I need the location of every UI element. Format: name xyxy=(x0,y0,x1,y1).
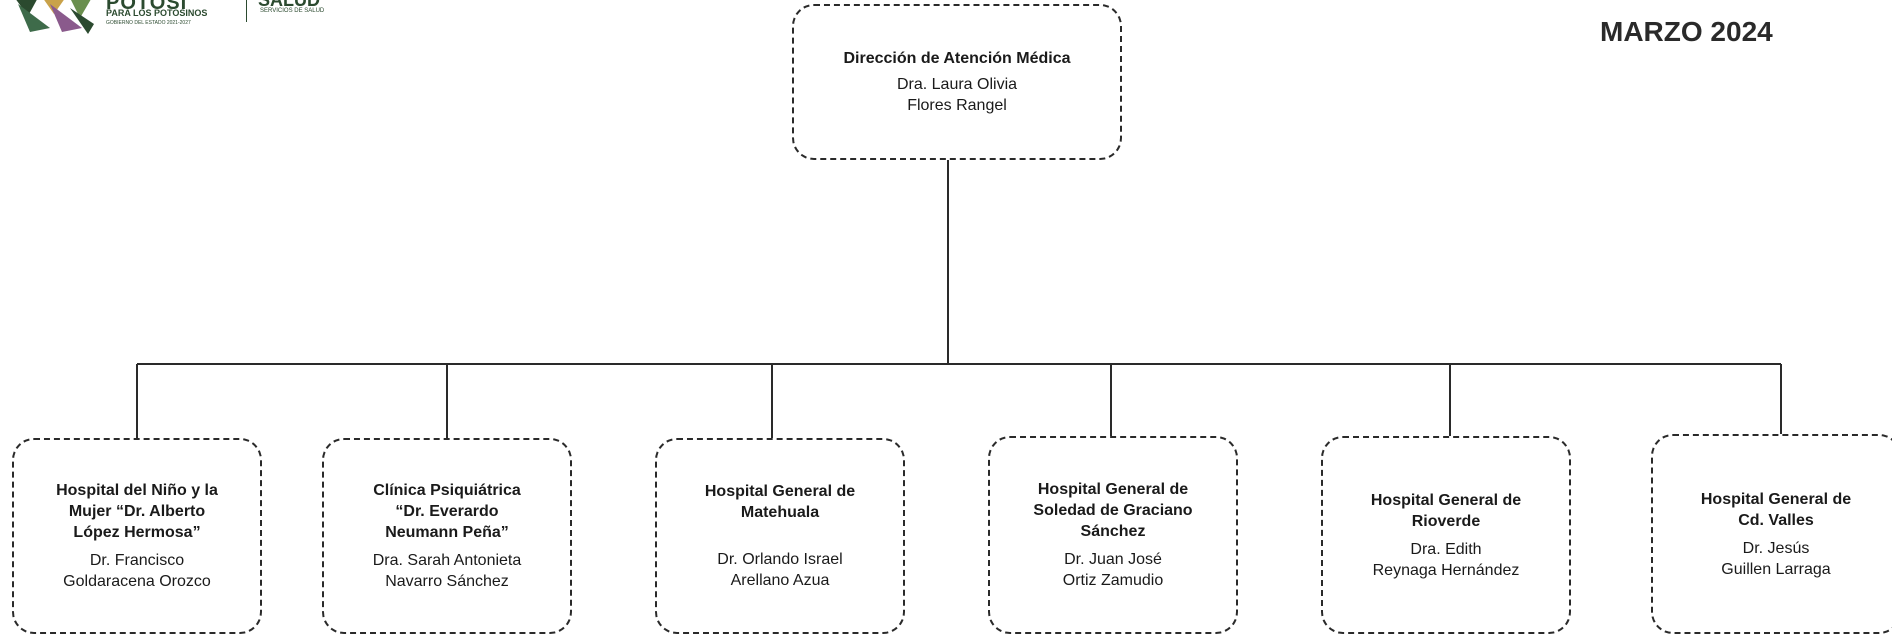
org-node-hospital-cd-valles: Hospital General de Cd. Valles Dr. Jesús… xyxy=(1651,434,1892,634)
org-node-hospital-soledad: Hospital General de Soledad de Graciano … xyxy=(988,436,1238,634)
node-unit-line: Rioverde xyxy=(1411,512,1481,530)
org-node-hospital-rioverde: Hospital General de Rioverde Dra. Edith … xyxy=(1321,436,1571,634)
node-person-line: Guillen Larraga xyxy=(1721,560,1831,578)
node-unit: Hospital del Niño y la Mujer “Dr. Albert… xyxy=(56,480,218,543)
node-unit-line: “Dr. Everardo xyxy=(395,503,499,520)
node-unit-line: Clínica Psiquiátrica xyxy=(373,482,521,499)
node-unit: Hospital General de Cd. Valles xyxy=(1701,489,1851,531)
node-person-line: Ortiz Zamudio xyxy=(1062,572,1164,589)
node-unit-line: Mujer “Dr. Alberto xyxy=(68,503,206,520)
node-unit-line: López Hermosa” xyxy=(73,524,201,541)
node-unit-line: Soledad de Graciano xyxy=(1033,502,1193,519)
org-node-hospital-matehuala: Hospital General de Matehuala Dr. Orland… xyxy=(655,438,905,634)
node-person-line: Reynaga Hernández xyxy=(1372,561,1520,579)
node-person-line: Dr. Jesús xyxy=(1742,539,1810,557)
org-node-root: Dirección de Atención Médica Dra. Laura … xyxy=(792,4,1122,160)
node-unit-line: Matehuala xyxy=(740,504,820,521)
node-unit-line: Hospital General de xyxy=(704,483,856,500)
node-unit: Dirección de Atención Médica xyxy=(843,50,1071,67)
node-person-line: Goldaracena Orozco xyxy=(63,573,211,590)
logo-tagline: PARA LOS POTOSINOS xyxy=(106,8,208,18)
node-person-line: Dr. Francisco xyxy=(89,552,185,569)
node-person-line: Dra. Edith xyxy=(1410,540,1482,558)
node-person-line: Dr. Juan José xyxy=(1064,551,1162,568)
node-person-line: Navarro Sánchez xyxy=(385,573,509,590)
node-unit-line: Hospital General de xyxy=(1037,481,1189,498)
chart-date: MARZO 2024 xyxy=(1600,16,1773,47)
node-unit-line: Sánchez xyxy=(1080,523,1146,540)
node-unit-line: Hospital del Niño y la xyxy=(56,482,218,499)
node-unit: Hospital General de Matehuala xyxy=(705,481,855,523)
node-unit: Hospital General de Rioverde xyxy=(1371,490,1521,532)
org-node-hospital-nino-mujer: Hospital del Niño y la Mujer “Dr. Albert… xyxy=(12,438,262,634)
logo-agency-sub: SERVICIOS DE SALUD xyxy=(260,8,325,14)
node-person-line: Dra. Sarah Antonieta xyxy=(372,552,522,569)
node-person-line: Dra. Laura Olivia xyxy=(896,76,1018,93)
state-emblem-icon xyxy=(10,0,96,34)
node-unit: Hospital General de Soledad de Graciano … xyxy=(1033,479,1192,542)
government-logo: POTOSÍ PARA LOS POTOSINOS GOBIERNO DEL E… xyxy=(10,0,340,34)
node-unit-line: Neumann Peña” xyxy=(385,524,509,541)
logo-government: GOBIERNO DEL ESTADO 2021-2027 xyxy=(106,20,191,26)
logo-wordmark: POTOSÍ xyxy=(106,0,188,14)
node-person-line: Dr. Orlando Israel xyxy=(717,551,843,568)
logo-divider xyxy=(246,0,247,22)
logo-agency: SALUD xyxy=(258,0,320,10)
node-unit: Clínica Psiquiátrica “Dr. Everardo Neuma… xyxy=(373,480,521,543)
node-unit-line: Hospital General de xyxy=(1700,490,1852,508)
node-person-line: Flores Rangel xyxy=(907,97,1007,114)
node-person-line: Arellano Azua xyxy=(730,572,830,589)
node-unit-line: Hospital General de xyxy=(1370,491,1522,509)
org-node-clinica-psiquiatrica: Clínica Psiquiátrica “Dr. Everardo Neuma… xyxy=(322,438,572,634)
node-unit-line: Cd. Valles xyxy=(1738,511,1814,529)
